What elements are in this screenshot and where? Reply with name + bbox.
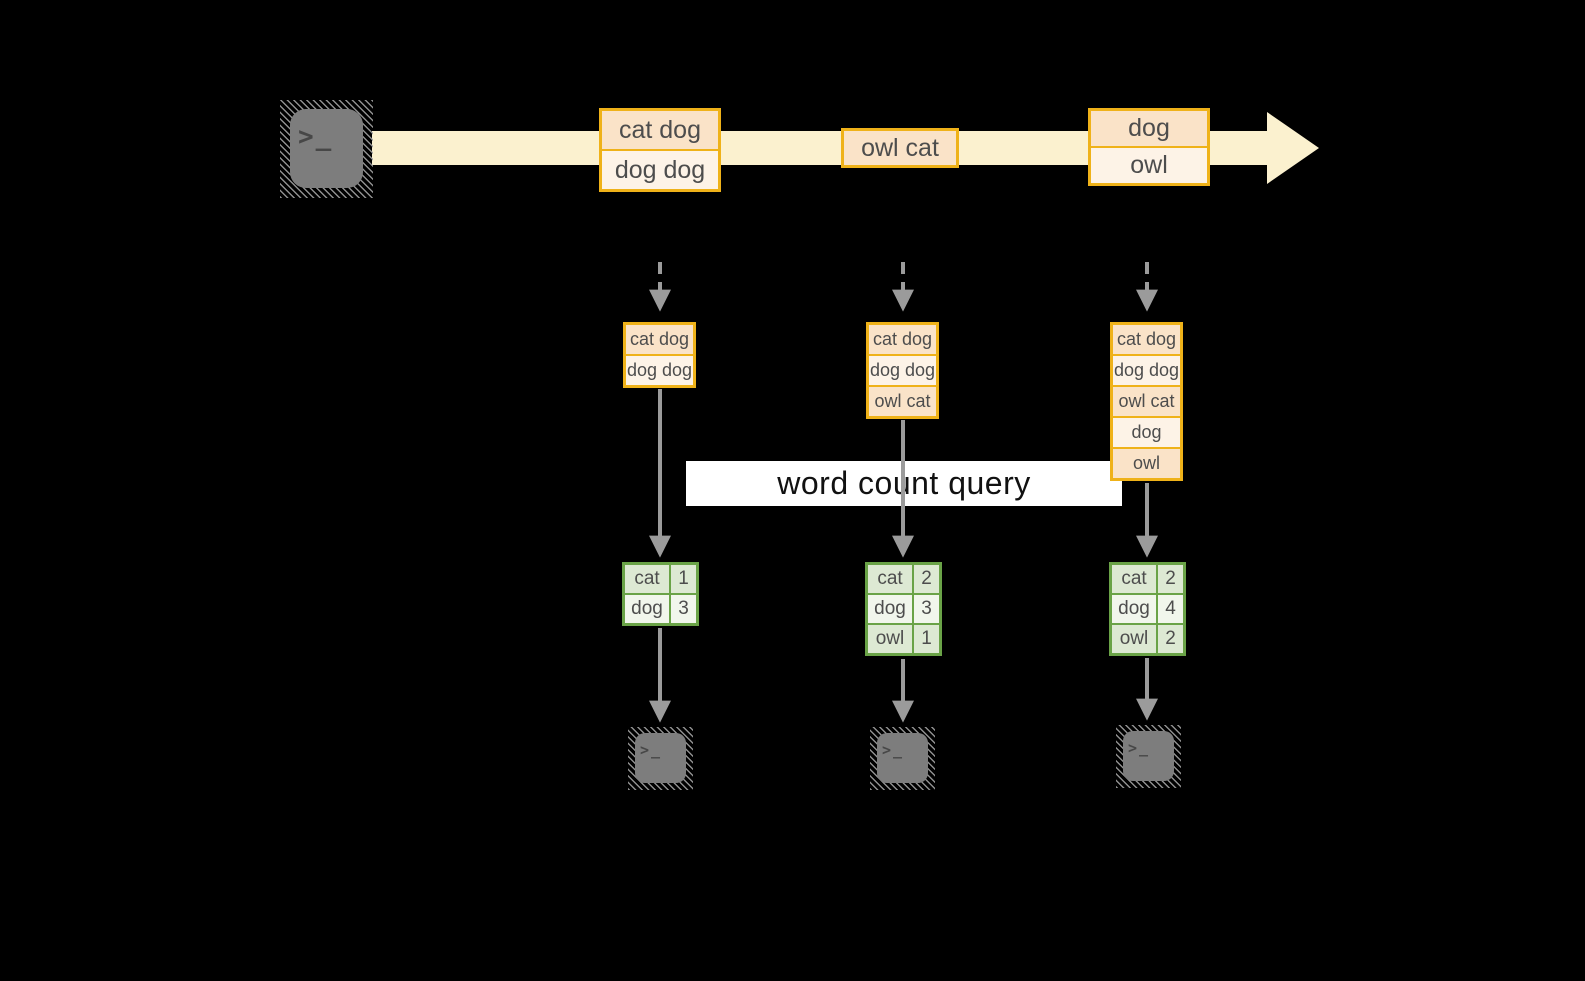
buffer-row: owl cat (869, 387, 936, 416)
count-row: cat 2 (1112, 565, 1183, 593)
word-cell: dog (868, 595, 912, 623)
source-terminal-icon: >_ (280, 100, 373, 198)
word-cell: dog (1112, 595, 1156, 623)
stream-event-box: cat dog dog dog (599, 108, 721, 192)
output-terminal-icon: >_ (870, 727, 935, 790)
word-cell: cat (1112, 565, 1156, 593)
count-cell: 1 (671, 565, 696, 593)
stream-event-line: owl (1091, 148, 1207, 183)
count-row: cat 1 (625, 565, 696, 593)
stream-event-line: owl cat (844, 131, 956, 165)
count-row: dog 3 (625, 595, 696, 623)
terminal-prompt-icon: >_ (1128, 739, 1151, 757)
stream-event-line: cat dog (602, 111, 718, 149)
buffer-row: cat dog (869, 325, 936, 354)
stream-event-line: dog dog (602, 151, 718, 189)
terminal-prompt-icon: >_ (298, 122, 334, 152)
terminal-prompt-icon: >_ (640, 741, 663, 759)
count-cell: 4 (1158, 595, 1183, 623)
buffer-row: cat dog (626, 325, 693, 354)
buffer-row: dog (1113, 418, 1180, 447)
output-terminal-icon: >_ (628, 727, 693, 790)
buffer-row: dog dog (626, 356, 693, 385)
stream-event-line: dog (1091, 111, 1207, 146)
count-row: dog 3 (868, 595, 939, 623)
stream-event-box: dog owl (1088, 108, 1210, 186)
count-row: owl 2 (1112, 625, 1183, 653)
count-row: dog 4 (1112, 595, 1183, 623)
count-cell: 3 (671, 595, 696, 623)
buffer-stack: cat dog dog dog owl cat dog owl (1110, 322, 1183, 481)
count-cell: 1 (914, 625, 939, 653)
stream-event-box: owl cat (841, 128, 959, 168)
counts-table: cat 1 dog 3 (622, 562, 699, 626)
terminal-prompt-icon: >_ (882, 741, 905, 759)
word-cell: cat (868, 565, 912, 593)
buffer-stack: cat dog dog dog owl cat (866, 322, 939, 419)
buffer-row: owl cat (1113, 387, 1180, 416)
count-cell: 3 (914, 595, 939, 623)
count-row: owl 1 (868, 625, 939, 653)
output-terminal-icon: >_ (1116, 725, 1181, 788)
count-cell: 2 (1158, 625, 1183, 653)
buffer-row: dog dog (869, 356, 936, 385)
count-cell: 2 (914, 565, 939, 593)
counts-table: cat 2 dog 4 owl 2 (1109, 562, 1186, 656)
buffer-row: owl (1113, 449, 1180, 478)
buffer-stack: cat dog dog dog (623, 322, 696, 388)
count-cell: 2 (1158, 565, 1183, 593)
word-cell: dog (625, 595, 669, 623)
word-cell: cat (625, 565, 669, 593)
buffer-row: dog dog (1113, 356, 1180, 385)
word-cell: owl (1112, 625, 1156, 653)
buffer-row: cat dog (1113, 325, 1180, 354)
word-cell: owl (868, 625, 912, 653)
count-row: cat 2 (868, 565, 939, 593)
counts-table: cat 2 dog 3 owl 1 (865, 562, 942, 656)
